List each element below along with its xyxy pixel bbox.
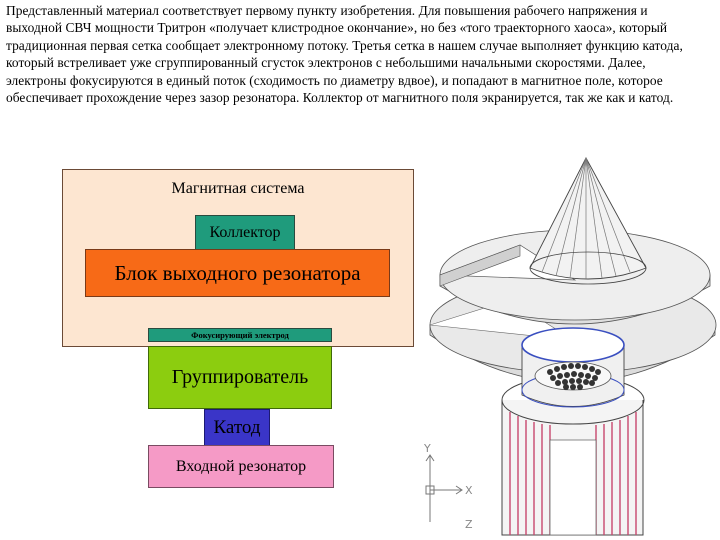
axis-triad-icon [425, 454, 463, 522]
description-paragraph: Представленный материал соответствует пе… [6, 3, 683, 106]
output-resonator-block: Блок выходного резонатора [85, 249, 390, 297]
axis-y-label: Y [423, 442, 431, 455]
input-resonator-block: Входной резонатор [148, 445, 334, 488]
buncher-block: Группирователь [148, 346, 332, 409]
device-3d-drawing: Y X Z [423, 157, 717, 536]
focusing-electrode-block: Фокусирующий электрод [148, 328, 332, 342]
inner-drum [521, 327, 625, 408]
axis-x-label: X [465, 484, 473, 497]
axis-z-label: Z [465, 518, 473, 531]
collector-block: Коллектор [195, 215, 295, 251]
lower-cylinder [501, 375, 645, 536]
magnet-system-label: Магнитная система [171, 180, 305, 197]
cathode-block: Катод [204, 409, 270, 446]
cone [529, 157, 647, 285]
